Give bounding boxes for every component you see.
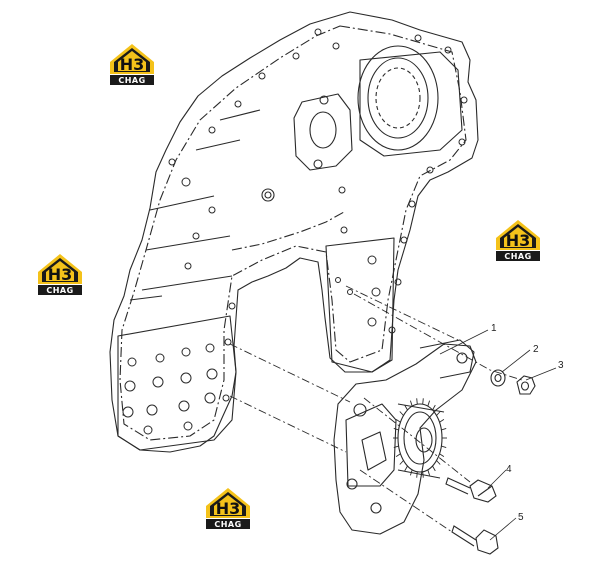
drive-gear-outline [397, 403, 443, 473]
gear-edges [397, 403, 445, 479]
bore-flange [359, 51, 463, 157]
gear-tooth [427, 400, 431, 407]
washer [490, 369, 506, 387]
flange-hole [319, 95, 329, 105]
callout-1: 1 [491, 323, 497, 334]
watermark-top-text: H3 [120, 55, 145, 74]
gear-tooth [441, 445, 447, 449]
flange-hole [313, 159, 323, 169]
watermark-top-text: H3 [216, 499, 241, 518]
bolt-short [445, 477, 497, 503]
oil-pump-assembly [333, 339, 477, 535]
pump-mount-arm [419, 339, 475, 379]
edge-lines [129, 109, 261, 301]
gear-tooth [404, 404, 408, 411]
gear-hub [415, 427, 433, 453]
gear-tooth [395, 453, 401, 457]
watermark-bottom-text: CHAG [214, 520, 241, 529]
gear-tooth [399, 460, 404, 465]
block-side-face [325, 237, 395, 373]
gear-teeth [393, 398, 447, 478]
pump-body-hole [370, 502, 382, 514]
watermark-bottom-text: CHAG [504, 252, 531, 261]
gear-tooth [409, 400, 413, 407]
callouts: 1 2 3 4 5 [491, 323, 564, 523]
watermark-logo: H3 CHAG [204, 486, 254, 530]
bore-hidden-edge [375, 67, 421, 129]
housing-bolt-holes [122, 28, 468, 435]
gear-tooth [432, 465, 436, 472]
gear-tooth [395, 419, 401, 423]
boss-hole-inner [264, 191, 272, 199]
watermark-logo: H3 CHAG [36, 252, 86, 296]
pump-housing-face [345, 403, 397, 487]
gear-tooth [416, 471, 418, 478]
callout-2: 2 [533, 344, 539, 355]
gear-tooth [416, 398, 418, 405]
bolt-long [451, 525, 499, 555]
pump-cavity [361, 431, 387, 471]
pump-body [333, 343, 477, 535]
front-housing-outline [109, 11, 479, 453]
gear-tooth [404, 465, 408, 472]
watermark-top-text: H3 [48, 265, 73, 284]
parting-line [231, 211, 345, 251]
callout-5: 5 [518, 512, 524, 523]
assembly-axis-lines [229, 285, 523, 533]
gear-tooth [436, 460, 441, 465]
gear-tooth [422, 398, 424, 405]
watermark-top-text: H3 [506, 231, 531, 250]
drive-gear-inner [403, 411, 437, 465]
watermark-logo: H3 CHAG [108, 42, 158, 86]
gear-tooth [439, 453, 445, 457]
pump-body-hole [346, 478, 358, 490]
watermark-bottom-text: CHAG [46, 286, 73, 295]
small-flange-bore [309, 111, 337, 149]
gear-tooth [393, 427, 399, 431]
large-bore-inner [367, 57, 429, 139]
gear-tooth [399, 411, 404, 416]
watermark-bottom-text: CHAG [118, 76, 145, 85]
callout-4: 4 [506, 464, 512, 475]
small-flange [293, 93, 353, 171]
gear-tooth [441, 427, 447, 431]
gear-tooth [432, 404, 436, 411]
gear-tooth [439, 419, 445, 423]
gear-tooth [393, 445, 399, 449]
gear-tooth [427, 469, 431, 476]
gear-tooth [436, 411, 441, 416]
gear-tooth [409, 469, 413, 476]
pump-mount-hole [456, 352, 468, 364]
housing-inner-contour [119, 25, 467, 441]
boss-hole [261, 188, 275, 202]
block-front-face [117, 315, 237, 451]
callout-3: 3 [558, 360, 564, 371]
large-bore [357, 45, 439, 151]
leader-lines [439, 329, 557, 541]
watermark-logo: H3 CHAG [494, 218, 544, 262]
gear-tooth [422, 471, 424, 478]
nut [516, 375, 536, 395]
pump-body-hole [353, 403, 367, 417]
